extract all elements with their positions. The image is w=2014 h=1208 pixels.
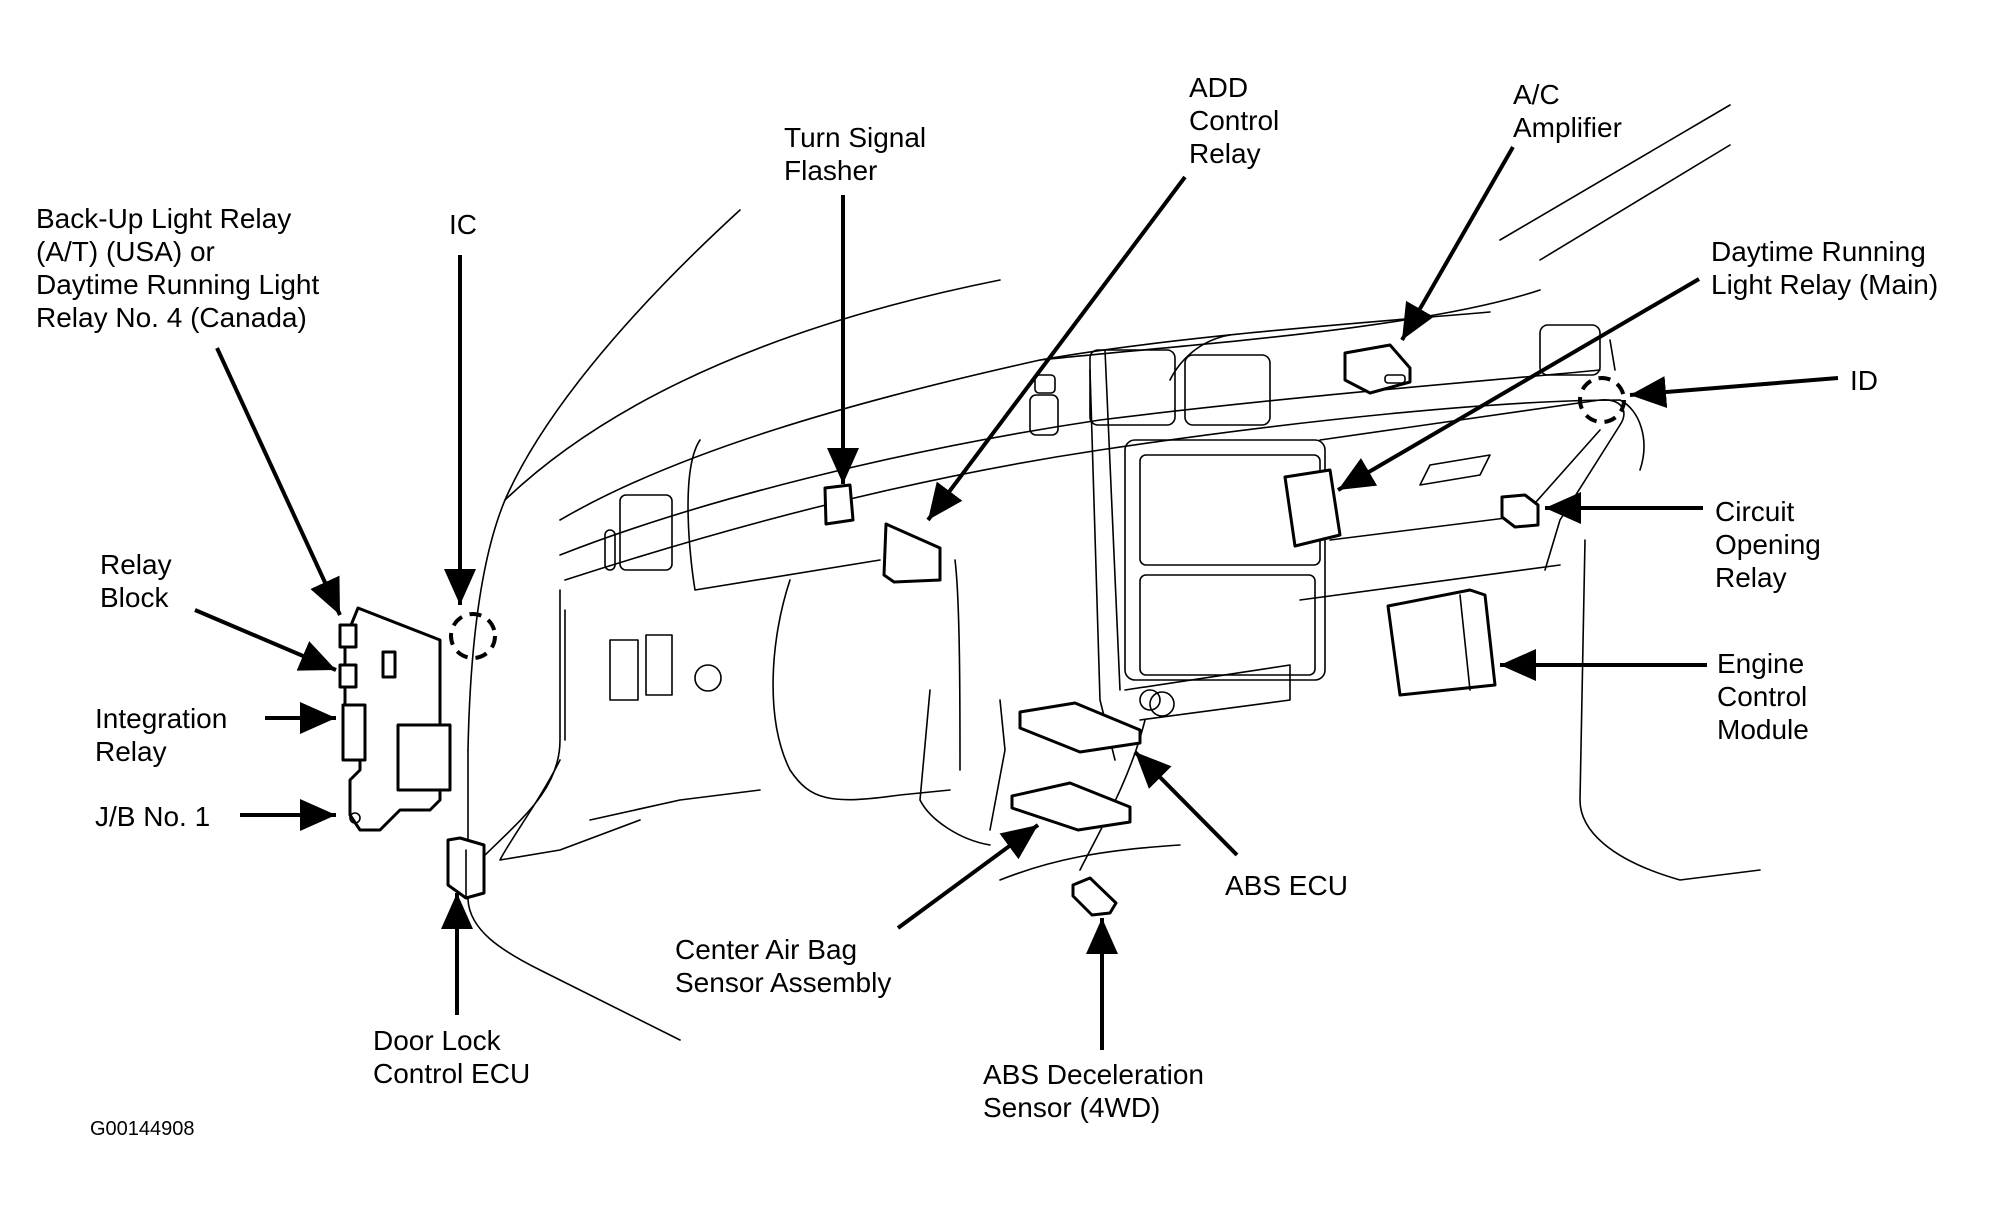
- label-line: Daytime Running Light: [36, 269, 320, 300]
- label-line: Relay: [1715, 562, 1787, 593]
- label-line: Flasher: [784, 155, 878, 186]
- label-line: IC: [449, 209, 477, 240]
- drl-main-relay: [1283, 468, 1342, 548]
- label-line: Turn Signal: [784, 122, 927, 153]
- leader-relay-block: [194, 608, 337, 672]
- label-abs-ecu: ABS ECU: [1225, 869, 1348, 902]
- label-line: Sensor Assembly: [675, 967, 892, 998]
- label-jb-no1: J/B No. 1: [95, 800, 210, 833]
- label-line: ADD: [1189, 72, 1249, 103]
- label-line: ABS Deceleration: [983, 1059, 1205, 1090]
- label-line: Relay: [1189, 138, 1261, 169]
- label-circuit-opening-relay: Circuit Opening Relay: [1715, 495, 1821, 594]
- label-line: Center Air Bag: [675, 934, 858, 965]
- label-ic: IC: [449, 208, 477, 241]
- relay-block-assembly: [338, 606, 452, 832]
- label-line: Sensor (4WD): [983, 1092, 1161, 1123]
- label-center-airbag-sensor: Center Air Bag Sensor Assembly: [675, 933, 891, 999]
- ac-amplifier: [1343, 343, 1412, 395]
- label-line: Engine: [1717, 648, 1805, 679]
- door-lock-control-ecu: [446, 836, 486, 900]
- label-line: Back-Up Light Relay: [36, 203, 292, 234]
- label-line: Relay: [100, 549, 172, 580]
- abs-ecu: [1018, 701, 1142, 754]
- label-line: Control: [1717, 681, 1808, 712]
- id-location-circle: [1578, 376, 1626, 424]
- leader-add-relay: [926, 175, 1187, 522]
- label-line: Block: [100, 582, 169, 613]
- label-ac-amplifier: A/C Amplifier: [1513, 78, 1622, 144]
- label-line: (A/T) (USA) or: [36, 236, 215, 267]
- add-control-relay: [882, 522, 942, 584]
- label-line: Module: [1717, 714, 1809, 745]
- figure-code: G00144908: [90, 1118, 195, 1140]
- label-integration-relay: Integration Relay: [95, 702, 227, 768]
- engine-control-module: [1386, 588, 1497, 697]
- label-line: Relay: [95, 736, 167, 767]
- label-door-lock-control-ecu: Door Lock Control ECU: [373, 1024, 530, 1090]
- leader-backup-relay: [215, 347, 342, 616]
- windshield-outline: [467, 104, 1731, 751]
- instrument-cluster: [499, 439, 961, 861]
- label-abs-deceleration-sensor: ABS Deceleration Sensor (4WD): [983, 1058, 1204, 1124]
- label-line: Daytime Running: [1711, 236, 1926, 267]
- label-engine-control-module: Engine Control Module: [1717, 647, 1809, 746]
- label-line: Integration: [95, 703, 228, 734]
- label-line: Control ECU: [373, 1058, 531, 1089]
- center-airbag-sensor: [1010, 781, 1132, 832]
- leader-abs-ecu: [1133, 750, 1239, 857]
- label-line: ID: [1850, 365, 1878, 396]
- leader-drl-main: [1336, 277, 1701, 492]
- label-line: Opening: [1715, 529, 1821, 560]
- abs-deceleration-sensor: [1071, 876, 1118, 917]
- label-line: Door Lock: [373, 1025, 501, 1056]
- label-backup-light-relay: Back-Up Light Relay (A/T) (USA) or Dayti…: [36, 202, 319, 334]
- circuit-opening-relay: [1500, 493, 1540, 529]
- passenger-dash: [1299, 324, 1761, 881]
- label-line: ABS ECU: [1225, 870, 1348, 901]
- label-relay-block: Relay Block: [100, 548, 172, 614]
- leader-airbag: [896, 823, 1040, 930]
- label-line: A/C: [1513, 79, 1560, 110]
- label-id: ID: [1850, 364, 1878, 397]
- label-line: J/B No. 1: [95, 801, 211, 832]
- label-turn-signal-flasher: Turn Signal Flasher: [784, 121, 926, 187]
- label-line: Amplifier: [1513, 112, 1622, 143]
- label-line: Light Relay (Main): [1711, 269, 1939, 300]
- label-add-control-relay: ADD Control Relay: [1189, 71, 1279, 170]
- leader-id: [1629, 376, 1839, 409]
- label-line: Relay No. 4 (Canada): [36, 302, 307, 333]
- ic-location-circle: [449, 612, 497, 660]
- label-drl-relay-main: Daytime Running Light Relay (Main): [1711, 235, 1938, 301]
- turn-signal-flasher: [823, 483, 855, 526]
- kick-panel: [467, 749, 681, 1041]
- leader-lines: [194, 146, 1839, 1050]
- label-line: Circuit: [1715, 496, 1795, 527]
- leader-ac-amp: [1400, 146, 1515, 341]
- label-line: Control: [1189, 105, 1280, 136]
